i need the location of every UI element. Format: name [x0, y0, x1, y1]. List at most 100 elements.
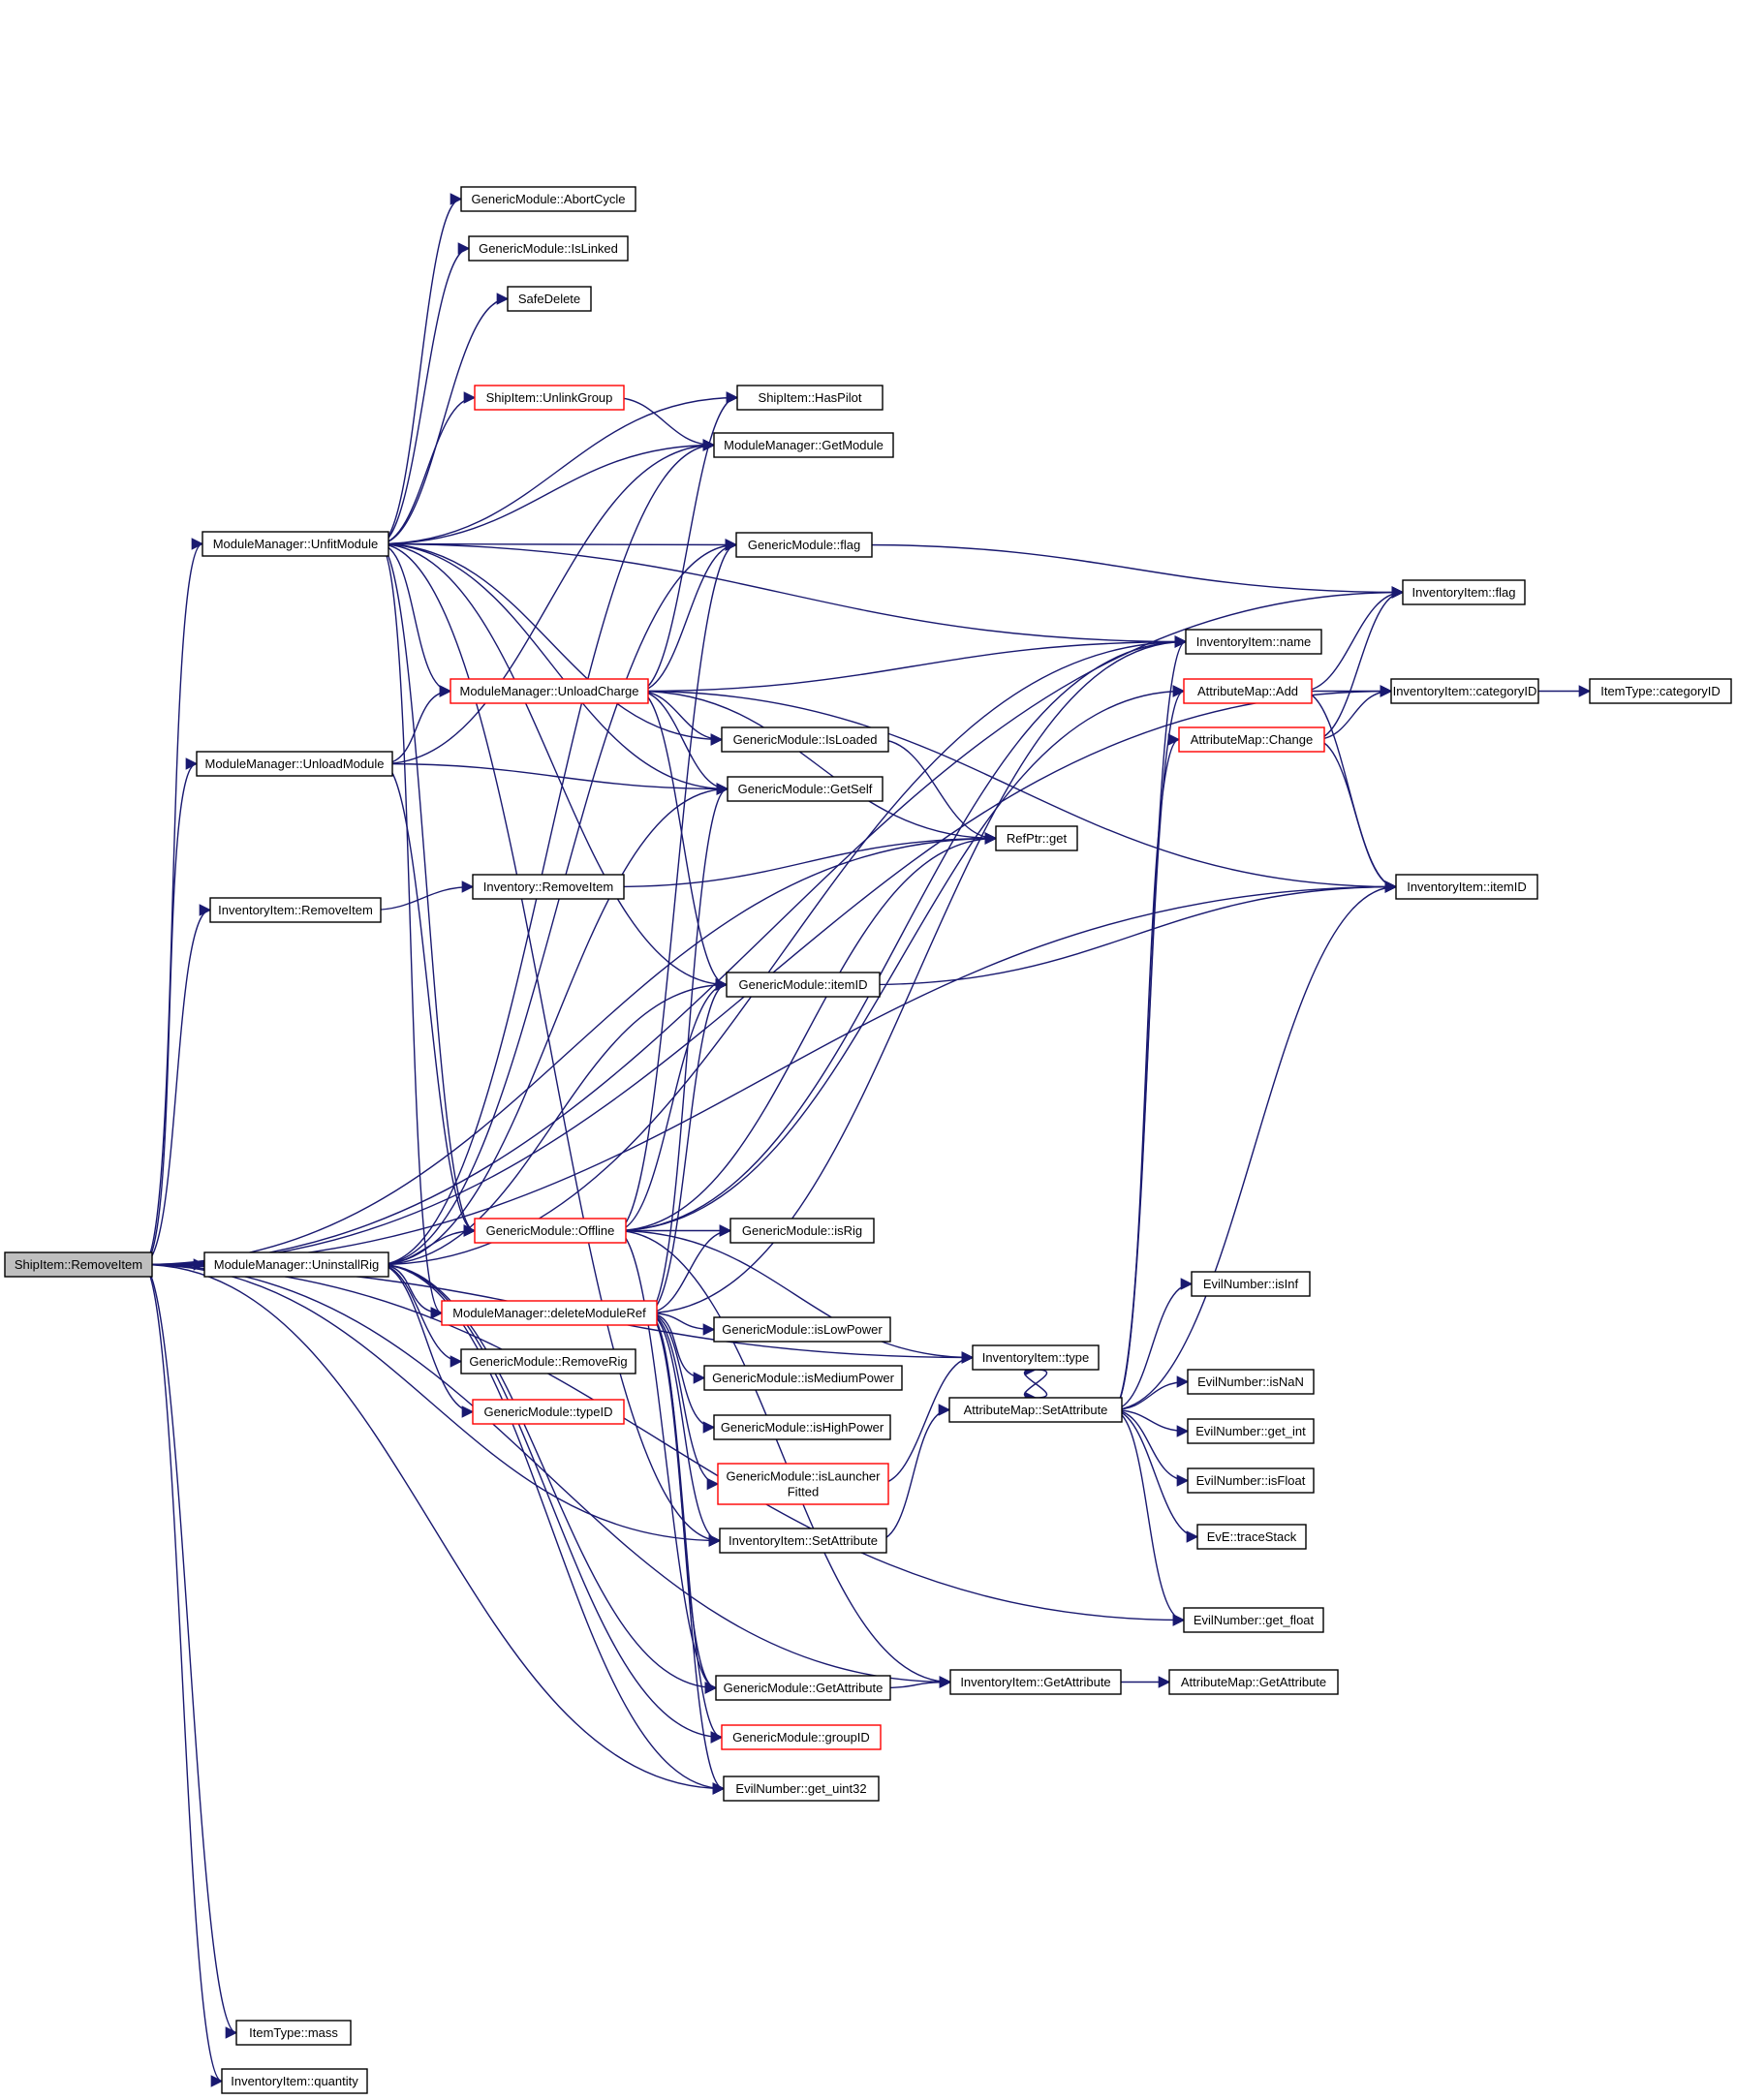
node-label: GenericModule::RemoveRig	[469, 1354, 627, 1369]
node-mm-unfit[interactable]: ModuleManager::UnfitModule	[202, 531, 389, 557]
edge-root-to-ii_itemid	[141, 880, 1398, 1266]
edge-ii_removeitem-to-inv_removeitem	[370, 880, 475, 911]
node-label: ItemType::mass	[249, 2025, 338, 2040]
node-ii-name[interactable]: InventoryItem::name	[1185, 629, 1322, 655]
node-label: InventoryItem::type	[982, 1350, 1090, 1365]
node-label: EvilNumber::isFloat	[1196, 1473, 1306, 1488]
node-eve-tracestack[interactable]: EvE::traceStack	[1196, 1524, 1307, 1550]
node-box	[472, 874, 625, 900]
node-am-change[interactable]: AttributeMap::Change	[1178, 726, 1325, 753]
edge-am_setattribute-to-ii_itemid	[1111, 880, 1398, 1411]
node-refptr-get[interactable]: RefPtr::get	[995, 825, 1078, 851]
node-gm-islowpower[interactable]: GenericModule::isLowPower	[713, 1316, 891, 1343]
edge-gm_offline-to-gm_getattribute	[615, 1229, 718, 1694]
node-gm-groupid[interactable]: GenericModule::groupID	[721, 1724, 882, 1750]
edge-mm_deletemoduleref-to-ii_setattribute	[646, 1312, 722, 1547]
node-inv-removeitem[interactable]: Inventory::RemoveItem	[472, 874, 625, 900]
node-label: InventoryItem::categoryID	[1393, 684, 1537, 698]
node-si-haspilot[interactable]: ShipItem::HasPilot	[736, 385, 884, 411]
node-label: AttributeMap::SetAttribute	[964, 1403, 1108, 1417]
node-root[interactable]: ShipItem::RemoveItem	[4, 1251, 153, 1278]
node-ii-setattribute[interactable]: InventoryItem::SetAttribute	[719, 1528, 887, 1554]
edge-mm_uninstallrig-to-gm_getself	[378, 783, 729, 1266]
node-gm-ishighpower[interactable]: GenericModule::isHighPower	[713, 1414, 891, 1440]
node-box	[1196, 1524, 1307, 1550]
node-gm-isloaded[interactable]: GenericModule::IsLoaded	[721, 726, 889, 753]
node-en-get-int[interactable]: EvilNumber::get_int	[1187, 1418, 1315, 1444]
node-label: EvilNumber::isNaN	[1197, 1374, 1304, 1389]
node-label: ShipItem::UnlinkGroup	[486, 390, 613, 405]
edge-mm_unfit-to-mm_deletemoduleref	[378, 542, 444, 1319]
node-label: ModuleManager::GetModule	[724, 438, 884, 452]
node-it-mass[interactable]: ItemType::mass	[235, 2020, 352, 2046]
node-label: Inventory::RemoveItem	[483, 880, 613, 894]
node-ii-type[interactable]: InventoryItem::type	[972, 1344, 1100, 1371]
edge-mm_unfit-to-mm_unloadcharge	[378, 542, 452, 697]
edge-root-to-en_get_uint32	[141, 1263, 726, 1795]
node-am-getattribute[interactable]: AttributeMap::GetAttribute	[1168, 1669, 1339, 1695]
node-gm-isrig[interactable]: GenericModule::isRig	[729, 1218, 875, 1244]
node-mm-deletemoduleref[interactable]: ModuleManager::deleteModuleRef	[441, 1300, 658, 1326]
node-box	[196, 751, 393, 777]
edge-gm_offline-to-refptr_get	[615, 832, 998, 1232]
node-box	[1178, 726, 1325, 753]
node-box	[721, 1724, 882, 1750]
node-mm-unloadcharge[interactable]: ModuleManager::UnloadCharge	[450, 678, 649, 704]
node-en-get-float[interactable]: EvilNumber::get_float	[1183, 1607, 1324, 1633]
node-en-isnan[interactable]: EvilNumber::isNaN	[1187, 1369, 1315, 1395]
node-box	[1185, 629, 1322, 655]
node-ii-flag[interactable]: InventoryItem::flag	[1402, 579, 1526, 605]
node-ii-categoryid[interactable]: InventoryItem::categoryID	[1390, 678, 1539, 704]
node-mm-uninstallrig[interactable]: ModuleManager::UninstallRig	[203, 1251, 389, 1278]
node-box	[203, 1251, 389, 1278]
edge-mm_uninstallrig-to-en_get_uint32	[378, 1263, 726, 1795]
node-safedelete[interactable]: SafeDelete	[507, 286, 592, 312]
node-gm-flag[interactable]: GenericModule::flag	[735, 532, 873, 558]
node-en-get-uint32[interactable]: EvilNumber::get_uint32	[723, 1776, 880, 1802]
node-label: ModuleManager::UnloadCharge	[459, 684, 638, 698]
node-label: GenericModule::GetSelf	[738, 782, 873, 796]
edge-mm_unfit-to-gm_flag	[378, 539, 738, 551]
node-gm-getattribute[interactable]: GenericModule::GetAttribute	[715, 1675, 891, 1701]
node-box	[472, 1399, 625, 1425]
node-mm-unloadmodule[interactable]: ModuleManager::UnloadModule	[196, 751, 393, 777]
node-am-setattribute[interactable]: AttributeMap::SetAttribute	[948, 1397, 1123, 1423]
node-label: GenericModule::isRig	[742, 1223, 862, 1238]
node-box	[1187, 1418, 1315, 1444]
node-gm-ismediumpower[interactable]: GenericModule::isMediumPower	[703, 1365, 903, 1391]
node-box	[468, 235, 629, 262]
edge-mm_unloadmodule-to-gm_offline	[382, 762, 477, 1237]
node-mm-getmodule[interactable]: ModuleManager::GetModule	[713, 432, 894, 458]
node-ii-itemid[interactable]: InventoryItem::itemID	[1395, 874, 1538, 900]
edge-mm_unfit-to-gm_islinked	[378, 242, 471, 545]
node-gm-itemid[interactable]: GenericModule::itemID	[726, 972, 881, 998]
edge-ii_type-to-am_setattribute	[1023, 1369, 1048, 1405]
node-am-add[interactable]: AttributeMap::Add	[1183, 678, 1313, 704]
node-box	[4, 1251, 153, 1278]
node-ii-quantity[interactable]: InventoryItem::quantity	[221, 2068, 368, 2094]
node-gm-getself[interactable]: GenericModule::GetSelf	[727, 776, 884, 802]
node-gm-abortcycle[interactable]: GenericModule::AbortCycle	[460, 186, 636, 212]
edge-gm_getattribute-to-ii_getattribute	[880, 1676, 952, 1689]
node-si-unlinkgroup[interactable]: ShipItem::UnlinkGroup	[474, 385, 625, 411]
node-box	[474, 385, 625, 411]
node-ii-getattribute[interactable]: InventoryItem::GetAttribute	[949, 1669, 1122, 1695]
node-label: ModuleManager::deleteModuleRef	[452, 1306, 646, 1320]
edge-am_change-to-ii_flag	[1314, 586, 1405, 741]
node-en-isfloat[interactable]: EvilNumber::isFloat	[1187, 1467, 1315, 1494]
node-ii-removeitem[interactable]: InventoryItem::RemoveItem	[209, 897, 382, 923]
node-label: InventoryItem::GetAttribute	[960, 1675, 1110, 1689]
node-gm-removerig[interactable]: GenericModule::RemoveRig	[460, 1348, 636, 1374]
node-box	[713, 432, 894, 458]
node-it-categoryid[interactable]: ItemType::categoryID	[1589, 678, 1732, 704]
node-gm-typeid[interactable]: GenericModule::typeID	[472, 1399, 625, 1425]
edge-mm_uninstallrig-to-mm_deletemoduleref	[378, 1263, 444, 1319]
node-en-isinf[interactable]: EvilNumber::isInf	[1191, 1271, 1311, 1297]
edge-am_change-to-ii_categoryid	[1314, 685, 1393, 741]
node-gm-offline[interactable]: GenericModule::Offline	[474, 1218, 627, 1244]
node-label: GenericModule::isHighPower	[721, 1420, 884, 1435]
edge-root-to-mm_unloadmodule	[141, 757, 199, 1266]
node-gm-islinked[interactable]: GenericModule::IsLinked	[468, 235, 629, 262]
